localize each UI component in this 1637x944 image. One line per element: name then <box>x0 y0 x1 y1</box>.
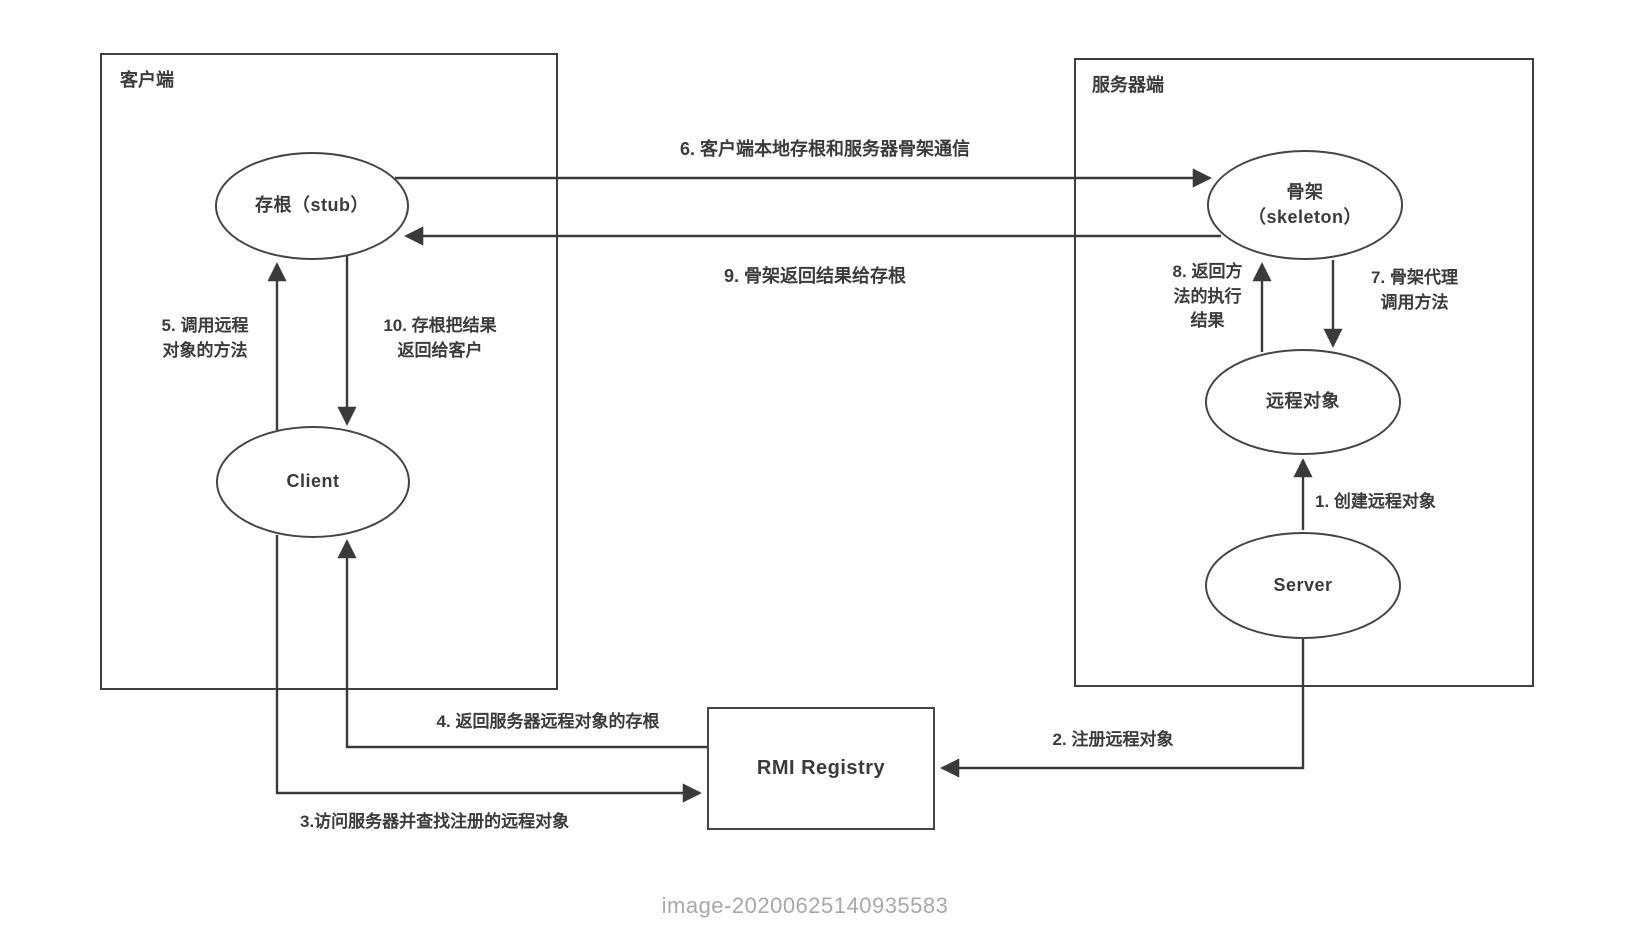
edge-label-7: 7. 骨架代理 调用方法 <box>1371 268 1458 312</box>
arrow-2-register-remote-object <box>940 639 1305 778</box>
node-client-label: Client <box>286 471 340 492</box>
server-side-label: 服务器端 <box>1092 75 1164 95</box>
edge-label-9: 9. 骨架返回结果给存根 <box>723 266 906 286</box>
image-caption: image-20200625140935583 <box>661 893 949 918</box>
node-server: Server <box>1205 532 1401 639</box>
node-server-label: Server <box>1273 574 1333 595</box>
edge-label-3: 3.访问服务器并查找注册的远程对象 <box>300 812 570 831</box>
client-side-label: 客户端 <box>120 70 174 90</box>
node-skeleton: 骨架 （skeleton） <box>1207 150 1403 260</box>
node-stub: 存根（stub） <box>215 152 409 260</box>
node-rmi-registry: RMI Registry <box>707 707 935 830</box>
edge-label-4: 4. 返回服务器远程对象的存根 <box>436 712 660 731</box>
edge-label-8: 8. 返回方 法的执行 结果 <box>1172 262 1243 331</box>
node-rmi-registry-label: RMI Registry <box>756 757 886 779</box>
arrow-4-return-stub <box>337 539 707 749</box>
edge-label-2: 2. 注册远程对象 <box>1052 730 1174 749</box>
node-skeleton-label-line1: 骨架 <box>1286 181 1324 202</box>
edge-label-6: 6. 客户端本地存根和服务器骨架通信 <box>679 139 970 159</box>
node-remote-object-label: 远程对象 <box>1266 391 1340 412</box>
arrow-3-lookup-remote-object <box>275 535 702 803</box>
edge-label-5: 5. 调用远程 对象的方法 <box>161 316 249 360</box>
node-stub-label: 存根（stub） <box>255 195 369 216</box>
edge-label-1: 1. 创建远程对象 <box>1315 492 1436 511</box>
node-client: Client <box>216 426 410 538</box>
node-skeleton-label-line2: （skeleton） <box>1247 207 1363 227</box>
client-side-box <box>100 53 558 690</box>
node-remote-object: 远程对象 <box>1205 349 1401 455</box>
edge-label-10: 10. 存根把结果 返回给客户 <box>383 316 497 360</box>
